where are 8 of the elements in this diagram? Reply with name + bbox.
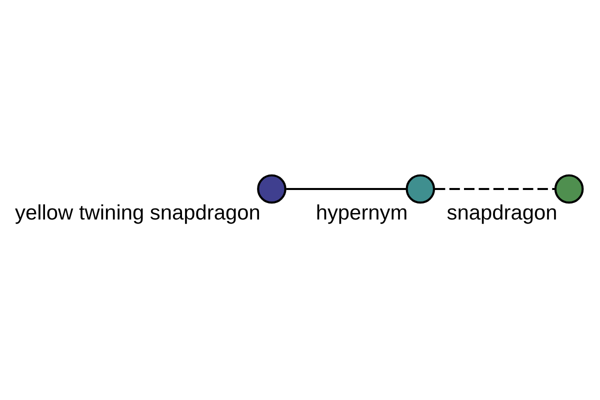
node-label: yellow twining snapdragon bbox=[15, 200, 260, 224]
node-label: hypernym bbox=[316, 200, 408, 224]
node-circle bbox=[554, 174, 584, 204]
connector bbox=[286, 187, 406, 190]
connector bbox=[434, 187, 555, 190]
node-circle bbox=[257, 174, 286, 204]
node-label: snapdragon bbox=[446, 200, 558, 224]
node-circle bbox=[406, 174, 436, 204]
